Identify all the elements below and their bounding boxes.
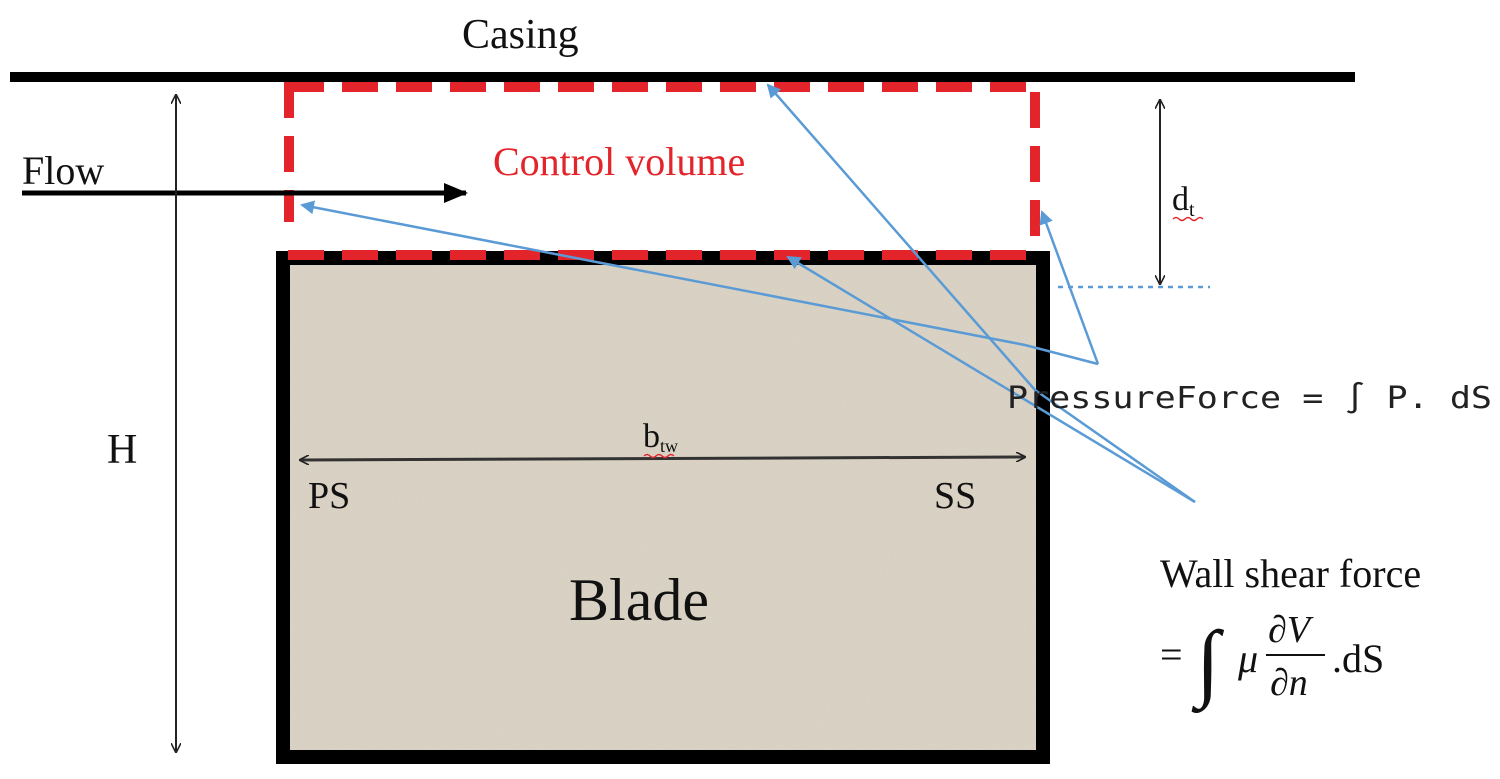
- flow-label: Flow: [22, 148, 104, 193]
- casing-label: Casing: [462, 12, 579, 58]
- btw-dimension-arrow: [300, 457, 1025, 460]
- pressure-leader-right: [1039, 210, 1100, 365]
- wall-shear-leaders: [766, 83, 1196, 504]
- shear-leader-bottom: [786, 255, 1196, 504]
- wall-shear-denominator: ∂n: [1270, 662, 1308, 704]
- wall-shear-label: Wall shear force: [1160, 551, 1421, 596]
- shear-leader-top: [766, 83, 1196, 504]
- btw-label: btw: [643, 418, 678, 456]
- ss-label: SS: [934, 475, 976, 517]
- blade-texture: [290, 265, 1036, 750]
- control-volume-label: Control volume: [493, 139, 745, 184]
- wall-shear-numerator: ∂V: [1268, 609, 1314, 651]
- wall-shear-integral: ∫: [1191, 613, 1225, 714]
- pressure-force-equation: PressureForce = ∫ P. dS: [1007, 381, 1492, 416]
- pressure-leader-left: [300, 200, 1099, 366]
- blade: [276, 251, 1050, 764]
- wall-shear-ds: .dS: [1332, 636, 1384, 681]
- wall-shear-equation: = ∫ μ ∂V ∂n .dS: [1160, 609, 1384, 714]
- wall-shear-equals: =: [1160, 632, 1183, 677]
- dt-label: dt: [1172, 181, 1195, 221]
- btw-spellcheck-underline: [643, 453, 675, 459]
- dt-spellcheck-underline: [1172, 216, 1204, 222]
- pressure-force-leaders: [300, 200, 1100, 366]
- blade-label: Blade: [569, 567, 709, 633]
- control-volume: Control volume: [284, 82, 1040, 260]
- h-label: H: [107, 427, 137, 473]
- wall-shear-mu: μ: [1237, 636, 1258, 681]
- ps-label: PS: [308, 475, 350, 517]
